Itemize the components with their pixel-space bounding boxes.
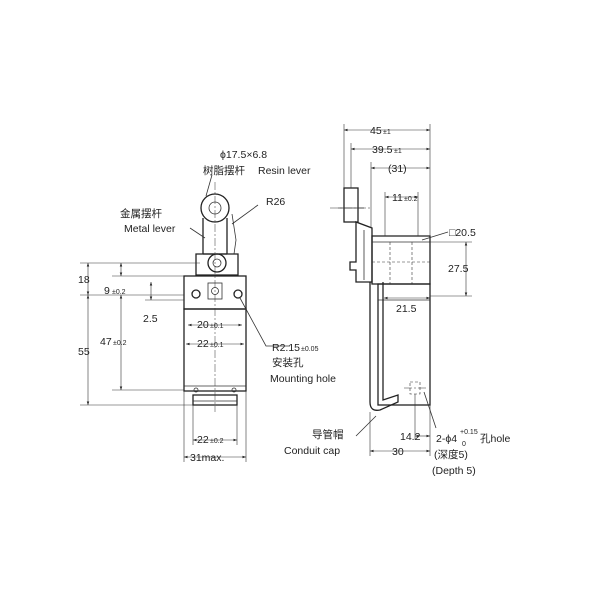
dim-22b-label: 22 — [197, 434, 209, 446]
mounting-hole-en-label: Mounting hole — [270, 373, 336, 385]
hole-spec-sup-label: +0.15 — [460, 429, 478, 436]
dim-20-5-label: □20.5 — [449, 227, 476, 239]
lever-bracket — [349, 221, 373, 283]
lever-hub-center — [212, 258, 222, 268]
mounting-hole-leader — [239, 297, 290, 347]
dim-39-5-label: 39.5 — [372, 144, 393, 156]
dim-20-tol-label: ±0.1 — [210, 323, 224, 330]
hole-radius-tol-label: ±0.05 — [301, 346, 319, 353]
side-body-lower — [377, 283, 431, 406]
dim-31-paren-label: (31) — [388, 163, 407, 175]
square-20-5-leader — [421, 231, 449, 241]
front-view — [80, 174, 290, 462]
r26-label: R26 — [266, 196, 285, 208]
metal-lever-leader — [189, 227, 206, 239]
dim-55-label: 55 — [78, 346, 90, 358]
dim-47-label: 47 — [100, 336, 112, 348]
dim-11-tol-label: ±0.2 — [404, 196, 418, 203]
r26-leader — [231, 204, 259, 225]
roller-leader — [205, 174, 213, 197]
lever-hub-circle — [207, 253, 227, 273]
hole-radius-label: R2.15 — [272, 342, 300, 354]
dim-21-5-label: 21.5 — [396, 303, 417, 315]
dim-14-2-label: 14.2 — [400, 431, 421, 443]
roller-side — [343, 187, 359, 223]
dim-39-5-tol-label: ±1 — [394, 148, 402, 155]
depth-cn-label: (深度5) — [434, 448, 468, 461]
metal-lever-cn-label: 金属摆杆 — [120, 207, 162, 220]
conduit-cap-leader — [355, 415, 377, 437]
dim-2-5-label: 2.5 — [143, 313, 158, 325]
bottom-hole-right — [231, 387, 237, 393]
dim-22a-tol-label: ±0.1 — [210, 342, 224, 349]
dim-18-label: 18 — [78, 274, 90, 286]
mounting-hole-cn-label: 安装孔 — [272, 356, 304, 369]
dim-45-label: 45 — [370, 125, 382, 137]
dim-20-label: 20 — [197, 319, 209, 331]
conduit-cap-en-label: Conduit cap — [284, 445, 340, 457]
dim-22b-tol-label: ±0.2 — [210, 438, 224, 445]
dim-27-5-label: 27.5 — [448, 263, 469, 275]
dim-31max-label: 31max. — [190, 452, 224, 464]
metal-lever-en-label: Metal lever — [124, 223, 176, 235]
resin-lever-en-label: Resin lever — [258, 165, 311, 177]
mounting-hole-right — [233, 289, 243, 299]
roller-spec-label: ϕ17.5×6.8 — [220, 149, 267, 161]
dim-47-tol-label: ±0.2 — [113, 340, 127, 347]
hole-spec-leader — [423, 391, 437, 429]
conduit-cap-cn-label: 导管帽 — [312, 428, 344, 441]
depth-en-label: (Depth 5) — [432, 465, 476, 477]
resin-lever-cn-label: 树脂摆杆 — [203, 164, 245, 177]
hole-spec-sub-label: 0 — [462, 441, 466, 448]
side-view — [330, 124, 472, 456]
dim-45-tol-label: ±1 — [383, 129, 391, 136]
lever-arm-right-side — [231, 213, 237, 255]
dim-22a-label: 22 — [197, 338, 209, 350]
dim-30-label: 30 — [392, 446, 404, 458]
hub-mount — [195, 253, 239, 276]
side-lever-plate — [369, 282, 399, 411]
side-body-head — [371, 235, 431, 285]
bottom-hole-left — [193, 387, 199, 393]
mounting-hole-left — [191, 289, 201, 299]
dim-9-tol-label: ±0.2 — [112, 289, 126, 296]
dim-9-label: 9 — [104, 285, 110, 297]
hole-spec-suffix-label: 孔hole — [480, 432, 511, 445]
hole-spec-prefix-label: 2-ϕ4 — [436, 433, 457, 445]
dim-11-label: 11 — [392, 192, 403, 204]
